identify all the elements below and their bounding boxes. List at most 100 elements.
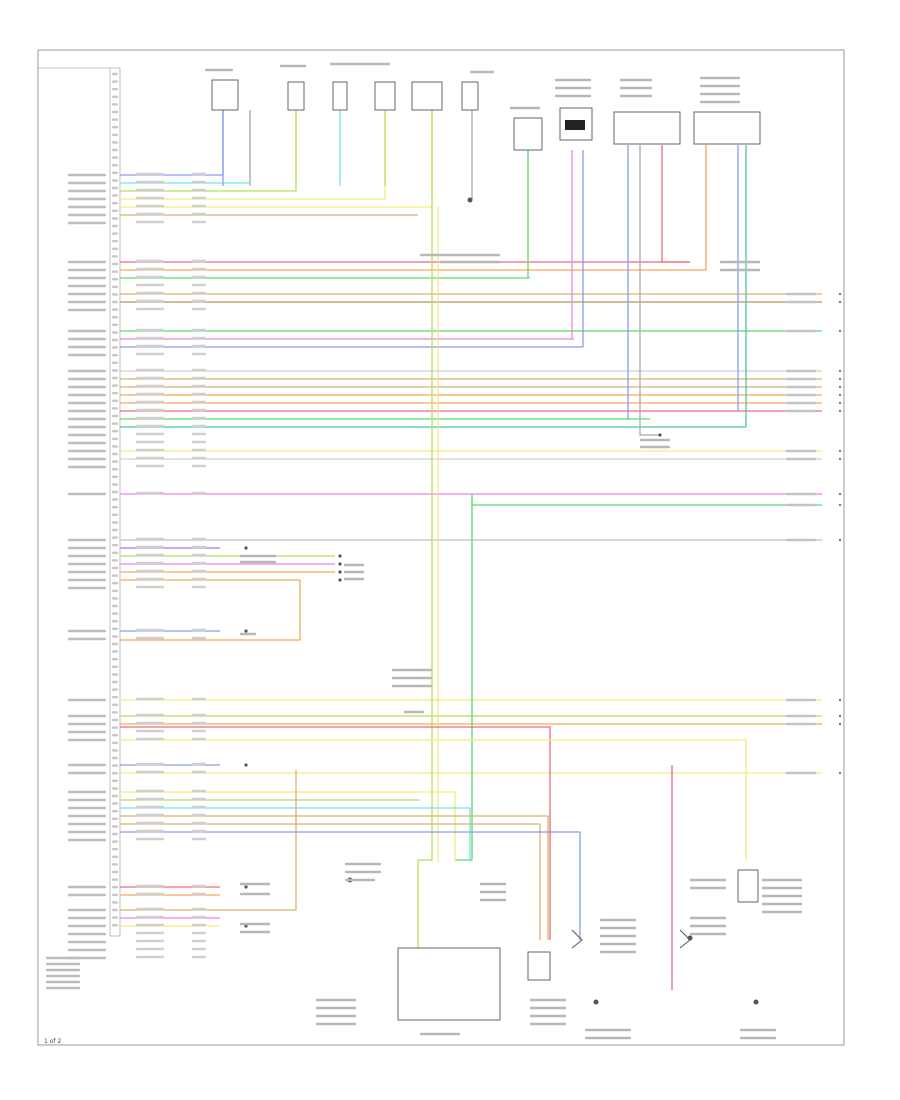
wire-label-right: [786, 393, 816, 397]
component-label: [480, 890, 506, 894]
wire-code: [192, 448, 206, 452]
module-name: [46, 968, 80, 972]
terminal-dot: [838, 698, 842, 702]
wire-code: [192, 336, 206, 340]
pin-number: [112, 202, 118, 205]
wire-code: [136, 448, 164, 452]
signal-label: [68, 465, 106, 469]
pin-number: [112, 224, 118, 228]
splice-point: [338, 554, 342, 558]
pin-number: [112, 126, 118, 129]
wire-code: [192, 212, 206, 216]
wire-code: [136, 416, 164, 420]
signal-label: [68, 570, 106, 574]
wire-code: [192, 432, 206, 436]
signal-label: [68, 586, 106, 590]
wire-code: [136, 837, 164, 841]
component-label: [530, 1022, 566, 1026]
pin-number: [112, 901, 118, 904]
wire-code: [192, 384, 206, 388]
pin-number: [112, 908, 118, 912]
wire-code: [192, 196, 206, 200]
terminal-dot: [838, 377, 842, 381]
wire-code: [192, 737, 206, 741]
pin-number: [112, 72, 118, 76]
component-label: [392, 684, 432, 688]
wire-code: [192, 275, 206, 279]
wire-yellow-low: [120, 791, 456, 862]
signal-label: [68, 337, 106, 341]
signal-label: [68, 940, 106, 944]
connector-top-5: [411, 81, 443, 111]
pin-number: [112, 597, 118, 600]
component-label: [762, 902, 802, 906]
component-label: [240, 632, 256, 636]
ground-symbol: [753, 999, 759, 1005]
wire-code: [192, 721, 206, 725]
wire-code: [136, 220, 164, 224]
terminal-dot: [838, 449, 842, 453]
pin-number: [112, 164, 118, 167]
module-name: [46, 980, 80, 984]
pin-number: [112, 825, 118, 828]
splice-point: [244, 763, 248, 767]
pin-number: [112, 118, 118, 121]
component-label: [620, 94, 652, 98]
pin-number: [112, 893, 118, 896]
pin-number: [112, 156, 118, 159]
splice-point: [338, 562, 342, 566]
component-label: [555, 94, 591, 98]
component-label: [480, 882, 506, 886]
wire-code: [136, 196, 164, 200]
component-label: [740, 1028, 776, 1032]
pin-number: [112, 688, 118, 691]
signal-label: [68, 722, 106, 726]
pin-number: [112, 658, 118, 661]
terminal-dot: [838, 457, 842, 461]
pin-number: [112, 673, 118, 676]
wire-lime-top: [120, 110, 297, 192]
signal-label: [68, 932, 106, 936]
wire-code: [136, 344, 164, 348]
wire-code: [192, 464, 206, 468]
wire-code: [136, 432, 164, 436]
wire-code: [136, 291, 164, 295]
connector-top-2: [287, 81, 305, 111]
wire-code: [136, 821, 164, 825]
wire-code: [192, 220, 206, 224]
wire-code: [136, 537, 164, 541]
pin-number: [112, 878, 118, 881]
component-label: [700, 92, 740, 96]
wire-code: [136, 797, 164, 801]
wire-tan-low-2: [120, 823, 541, 940]
component-label: [316, 1022, 356, 1026]
signal-label: [68, 771, 106, 775]
wire-code: [192, 352, 206, 356]
control-module-bottom: [397, 947, 501, 1021]
wire-green-down: [456, 505, 473, 861]
ground-symbol: [593, 999, 599, 1005]
wire-code: [136, 907, 164, 911]
wire-code: [136, 204, 164, 208]
lamp-indicator: [565, 120, 585, 130]
signal-label: [68, 629, 106, 633]
pin-number: [112, 620, 118, 623]
signal-label: [68, 908, 106, 912]
wire-code: [192, 729, 206, 733]
wire-code: [136, 561, 164, 565]
terminal-dot: [838, 722, 842, 726]
component-label: [470, 70, 494, 74]
signal-label: [68, 546, 106, 550]
signal-label: [68, 189, 106, 193]
pin-number: [112, 475, 118, 478]
wire-code: [136, 729, 164, 733]
wire-code: [136, 307, 164, 311]
signal-label: [68, 730, 106, 734]
pin-number: [112, 840, 118, 843]
pin-number: [112, 103, 118, 106]
signal-label: [68, 284, 106, 288]
terminal-dot: [838, 292, 842, 296]
component-label: [600, 950, 636, 954]
component-label: [404, 710, 424, 714]
wire-code: [136, 628, 164, 632]
